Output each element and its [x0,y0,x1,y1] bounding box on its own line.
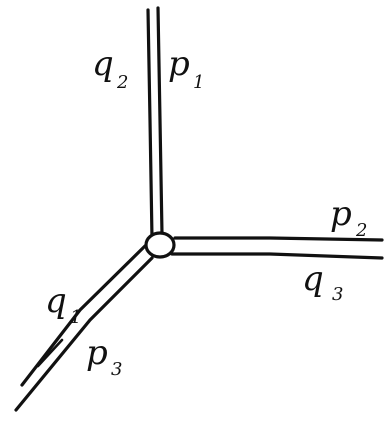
label-q1-sub: 1 [70,307,81,328]
label-q1-main: q [45,281,67,321]
vertical-leg [146,6,164,240]
label-p3: p 3 [86,333,122,380]
vertex [144,231,176,259]
label-q1: q 1 [45,281,81,328]
label-p1-main: p [168,44,190,84]
label-p3-main: p [86,333,108,373]
label-q3-main: q [302,259,324,299]
diagonal-leg [14,244,154,412]
label-q3-sub: 3 [332,284,343,305]
label-p3-sub: 3 [111,359,122,380]
label-q2-sub: 2 [116,72,128,93]
label-q2-main: q [92,44,114,84]
label-p1: p 1 [168,44,204,93]
diagonal-arrow-mark [36,338,64,368]
label-p2-main: p [330,194,352,234]
label-q3: q 3 [302,259,343,305]
horizontal-leg [170,236,384,260]
label-p2-sub: 2 [355,220,367,241]
label-q2: q 2 [92,44,128,93]
label-p2: p 2 [330,194,367,241]
label-p1-sub: 1 [193,72,204,93]
